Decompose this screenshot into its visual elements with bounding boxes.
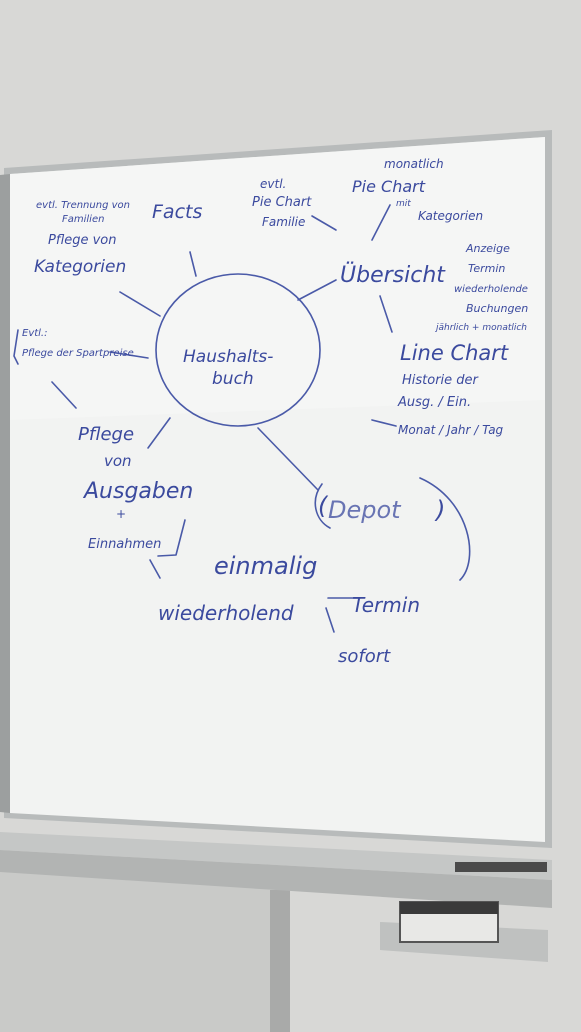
line-to-evtl-sparten — [109, 351, 149, 359]
note-monatlich-4: Kategorien — [418, 209, 483, 223]
note-einmalig: einmalig — [214, 552, 317, 580]
center-label-2: buch — [212, 369, 254, 389]
tray-lip — [0, 850, 552, 908]
line-to-wiederholend — [149, 559, 161, 579]
marker-tray — [0, 832, 552, 880]
note-evtl-pie-1: evtl. — [260, 177, 286, 191]
note-anzeige-3: wiederholende — [454, 284, 528, 295]
note-historie-3: Monat / Jahr / Tag — [398, 423, 504, 437]
depot-paren-right: ) — [434, 496, 445, 524]
line-to-evtl-pie — [311, 215, 337, 231]
note-anzeige-5: jährlich + monatlich — [434, 323, 527, 333]
note-pflege-2: von — [104, 452, 132, 470]
note-monatlich-1: monatlich — [384, 157, 444, 171]
note-depot: Depot — [328, 496, 402, 524]
note-wiederholend: wiederholend — [158, 601, 294, 625]
note-monatlich-2: Pie Chart — [352, 177, 426, 196]
note-termin: Termin — [352, 593, 420, 617]
note-anzeige-1: Anzeige — [465, 242, 510, 255]
line-to-uebersicht — [297, 279, 337, 301]
line-to-facts — [189, 251, 197, 277]
depot-bracket — [314, 483, 331, 529]
arrow-to-monat — [371, 419, 397, 427]
note-pflege-kat-2: Kategorien — [34, 257, 126, 277]
note-historie-2: Ausg. / Ein. — [397, 395, 471, 410]
mindmap-lines — [13, 204, 471, 633]
line-to-pflege-from-sparten — [51, 381, 77, 409]
note-evtl-pie-3: Familie — [262, 215, 305, 229]
note-pflege-kat-1: Pflege von — [48, 233, 117, 248]
note-evtl-pie-2: Pie Chart — [252, 195, 312, 210]
cabinet-edge — [270, 890, 290, 1032]
note-pflege-5: Einnahmen — [88, 537, 161, 552]
note-evtl-trenn-1: evtl. Trennung von — [36, 200, 130, 211]
lower-cabinet — [0, 870, 290, 1032]
note-monatlich-3: mit — [396, 199, 411, 209]
note-anzeige-4: Buchungen — [466, 302, 528, 315]
note-uebersicht: Übersicht — [340, 262, 446, 288]
note-anzeige-2: Termin — [468, 262, 505, 275]
line-to-pflege — [147, 417, 171, 449]
ausgaben-bracket — [157, 519, 186, 557]
note-historie-1: Historie der — [402, 373, 480, 388]
note-line-chart: Line Chart — [400, 341, 509, 365]
note-pflege-1: Pflege — [78, 424, 134, 445]
depot-arc — [419, 477, 471, 581]
note-sofort: sofort — [338, 646, 391, 667]
board-glare — [10, 137, 545, 420]
line-to-kategorien — [119, 291, 161, 317]
line-to-linechart — [379, 295, 393, 333]
line-to-depot — [257, 427, 319, 491]
note-evtl-sparten-1: Evtl.: — [22, 328, 47, 339]
side-panel — [0, 174, 10, 813]
handwriting: Haushalts- buch Facts evtl. Pie Chart Fa… — [22, 157, 528, 667]
depot-paren-left: ( — [318, 492, 329, 520]
note-evtl-trenn-2: Familien — [62, 214, 104, 225]
line-to-sofort — [325, 607, 335, 633]
line-to-monatlich — [371, 204, 391, 241]
note-pflege-4: + — [116, 507, 126, 521]
sparten-paren — [13, 329, 19, 365]
center-circle — [155, 273, 321, 427]
note-pflege-3: Ausgaben — [82, 479, 193, 504]
eraser-top — [400, 902, 498, 914]
note-facts: Facts — [152, 201, 202, 223]
center-label-1: Haushalts- — [183, 347, 273, 367]
note-evtl-sparten-2: Pflege der Spartpreise — [22, 348, 134, 359]
eraser-in-tray — [455, 862, 547, 872]
